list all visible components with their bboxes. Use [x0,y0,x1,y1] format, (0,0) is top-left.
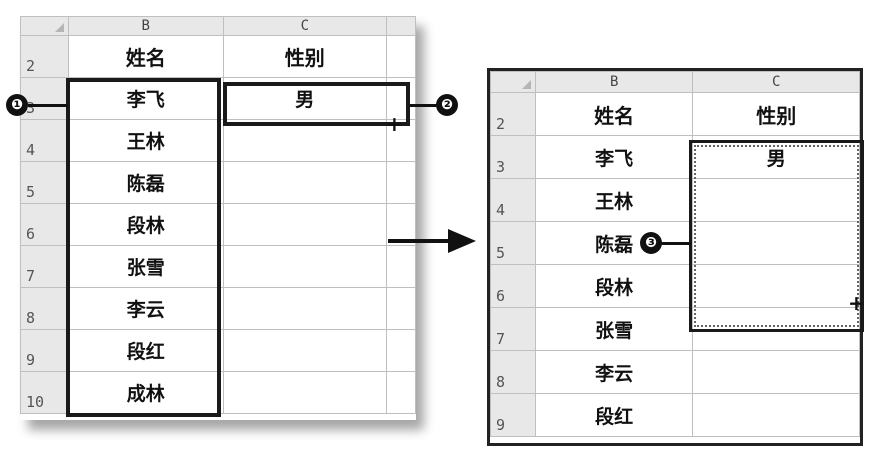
column-header-c[interactable]: C [692,71,860,93]
cell-b6[interactable]: 段林 [67,203,224,246]
cell-c8[interactable] [222,287,388,330]
transition-arrow-icon [448,229,476,253]
row-header[interactable]: 2 [490,92,536,136]
c3-selection-outline [223,82,410,126]
cell-c8[interactable] [692,350,860,394]
cell-c10[interactable] [222,371,388,414]
row-header[interactable]: 8 [20,287,69,330]
cell-b10[interactable]: 成林 [67,371,224,414]
row-header[interactable]: 7 [490,307,536,351]
right-spreadsheet: B C 2 姓名 性别 3 李飞 男 4 王林 5 陈磊 6 段林 7 [487,68,863,446]
cell-d8[interactable] [386,287,416,330]
row-header[interactable]: 5 [490,221,536,265]
cell-c6[interactable] [692,264,860,308]
cell-d9[interactable] [386,329,416,372]
cell-d7[interactable] [386,245,416,288]
row-header[interactable]: 4 [490,178,536,222]
row-header[interactable]: 8 [490,350,536,394]
callout-1-icon: ❶ [6,94,28,116]
fill-range-marquee [694,145,859,327]
cell-d10[interactable] [386,371,416,414]
row-header[interactable]: 9 [490,393,536,437]
row-header[interactable]: 7 [20,245,69,288]
cell-b4[interactable]: 王林 [67,119,224,162]
column-header-d[interactable] [386,16,416,36]
cell-c5[interactable] [692,221,860,265]
select-all-corner[interactable] [490,71,536,93]
row-header[interactable]: 6 [20,203,69,246]
cell-b2[interactable]: 姓名 [67,35,224,78]
cell-b8[interactable]: 李云 [534,350,694,394]
row-header[interactable]: 9 [20,329,69,372]
cell-b7[interactable]: 张雪 [67,245,224,288]
callout-1-leader [28,104,68,107]
callout-2-leader [410,104,438,107]
callout-3-icon: ❸ [640,232,662,254]
column-header-b[interactable]: B [534,71,694,93]
row-header[interactable]: 3 [490,135,536,179]
cell-c2[interactable]: 性别 [692,92,860,136]
cell-b9[interactable]: 段红 [67,329,224,372]
cell-b6[interactable]: 段林 [534,264,694,308]
column-header-c[interactable]: C [222,16,388,36]
cell-c5[interactable] [222,161,388,204]
cell-b5[interactable]: 陈磊 [67,161,224,204]
fill-handle-cursor-icon[interactable]: + [386,112,403,136]
cell-c6[interactable] [222,203,388,246]
select-all-corner[interactable] [20,16,69,36]
row-header[interactable]: 6 [490,264,536,308]
cell-b7[interactable]: 张雪 [534,307,694,351]
cell-d4[interactable] [386,119,416,162]
callout-2-icon: ❷ [436,94,458,116]
name-column-selection-outline [66,78,221,417]
cell-d5[interactable] [386,161,416,204]
row-header[interactable]: 2 [20,35,69,78]
cell-c4[interactable] [692,178,860,222]
cell-b8[interactable]: 李云 [67,287,224,330]
cell-b9[interactable]: 段红 [534,393,694,437]
row-header[interactable]: 3 [20,77,69,120]
cell-b4[interactable]: 王林 [534,178,694,222]
callout-3-leader [660,242,691,245]
cell-b3[interactable]: 李飞 [67,77,224,120]
fill-handle-cursor-icon[interactable]: + [848,291,865,315]
right-grid: B C 2 姓名 性别 3 李飞 男 4 王林 5 陈磊 6 段林 7 [490,71,860,437]
row-header[interactable]: 10 [20,371,69,414]
column-header-b[interactable]: B [67,16,224,36]
cell-d6[interactable] [386,203,416,246]
transition-arrow-shaft [388,239,450,243]
row-header[interactable]: 4 [20,119,69,162]
cell-c9[interactable] [692,393,860,437]
cell-c2[interactable]: 性别 [222,35,388,78]
cell-c9[interactable] [222,329,388,372]
cell-b3[interactable]: 李飞 [534,135,694,179]
cell-d2[interactable] [386,35,416,78]
row-header[interactable]: 5 [20,161,69,204]
cell-c7[interactable] [222,245,388,288]
fill-range-outline [689,140,864,332]
cell-b2[interactable]: 姓名 [534,92,694,136]
